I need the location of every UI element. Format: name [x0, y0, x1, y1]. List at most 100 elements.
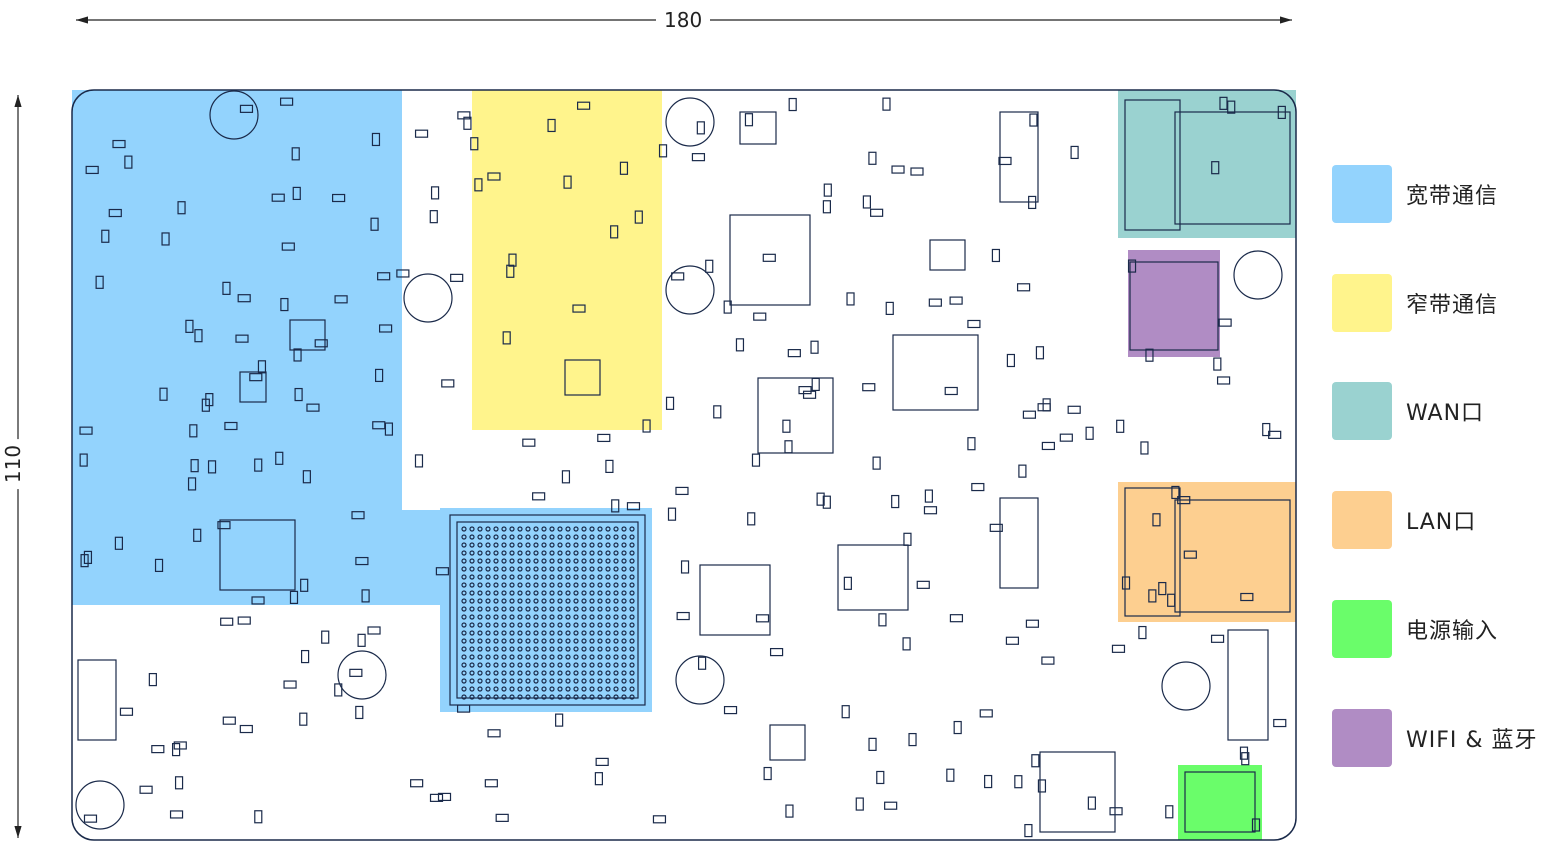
bga-ball	[629, 646, 635, 652]
passive-component	[495, 813, 509, 822]
bga-ball	[549, 582, 555, 588]
bga-ball	[613, 678, 619, 684]
passive-component	[747, 512, 756, 526]
bga-ball	[525, 566, 531, 572]
bga-ball	[629, 694, 635, 700]
bga-ball	[581, 566, 587, 572]
passive-component	[384, 422, 394, 436]
bga-ball	[485, 606, 491, 612]
legend-label: WIFI & 蓝牙	[1406, 728, 1538, 753]
bga-ball	[517, 622, 523, 628]
bga-ball	[477, 614, 483, 620]
passive-component	[763, 766, 772, 781]
bga-ball	[461, 534, 467, 540]
passive-component	[79, 426, 93, 435]
bga-ball	[509, 574, 515, 580]
passive-component	[949, 614, 964, 623]
bga-ball	[509, 542, 515, 548]
bga-ball	[605, 654, 611, 660]
bga-ball	[621, 550, 627, 556]
bga-ball	[581, 622, 587, 628]
bga-ball	[501, 574, 507, 580]
passive-component	[946, 768, 955, 782]
bga-ball	[517, 630, 523, 636]
passive-component	[1025, 619, 1040, 628]
passive-component	[1014, 775, 1023, 789]
passive-component	[971, 482, 985, 492]
passive-component	[563, 175, 572, 189]
lan-connector-pins	[1124, 487, 1181, 617]
bga-ball	[469, 654, 475, 660]
bga-ball	[629, 606, 635, 612]
bga-ball	[573, 574, 579, 580]
legend-label: 窄带通信	[1406, 293, 1499, 318]
bga-ball	[557, 614, 563, 620]
bga-ball	[629, 534, 635, 540]
passive-component	[1277, 105, 1286, 120]
passive-component	[882, 97, 891, 111]
bga-ball	[549, 606, 555, 612]
passive-component	[378, 324, 393, 333]
bga-ball	[493, 526, 499, 532]
bga-ball	[613, 542, 619, 548]
bga-ball	[605, 598, 611, 604]
bga-ball	[477, 678, 483, 684]
bga-ball	[589, 534, 595, 540]
passive-component	[508, 253, 517, 267]
bga-ball	[461, 662, 467, 668]
bga-ball	[461, 582, 467, 588]
bga-ball	[565, 534, 571, 540]
passive-component	[1219, 96, 1228, 110]
bga-ball	[621, 654, 627, 660]
bga-ball	[533, 590, 539, 596]
mounting-hole	[75, 780, 125, 830]
passive-component	[1087, 796, 1096, 810]
bga-ball	[597, 614, 603, 620]
bga-ball	[469, 526, 475, 532]
passive-component	[239, 724, 253, 734]
passive-component	[292, 186, 301, 201]
bga-ball	[597, 662, 603, 668]
region-power	[1178, 765, 1262, 840]
ic-chip	[729, 214, 811, 306]
bga-ball	[605, 574, 611, 580]
passive-component	[923, 506, 938, 515]
bga-ball	[573, 534, 579, 540]
passive-component	[370, 217, 379, 231]
bga-ball	[509, 534, 515, 540]
bga-ball	[597, 542, 603, 548]
passive-component	[435, 567, 450, 576]
bga-ball	[493, 694, 499, 700]
bga-ball	[613, 606, 619, 612]
bga-ball	[485, 630, 491, 636]
bga-ball	[461, 574, 467, 580]
passive-component	[676, 611, 690, 621]
ic-chip	[1129, 261, 1219, 351]
passive-component	[723, 705, 738, 715]
passive-component	[611, 499, 620, 513]
ic-chip	[219, 519, 296, 591]
bga-ball	[541, 566, 547, 572]
passive-component	[299, 712, 308, 726]
passive-component	[855, 797, 864, 811]
bga-ball	[565, 574, 571, 580]
passive-component	[802, 390, 817, 399]
bga-ball	[573, 686, 579, 692]
bga-ball	[469, 694, 475, 700]
pin-header	[77, 659, 117, 741]
bga-ball	[605, 614, 611, 620]
bga-ball	[461, 638, 467, 644]
bga-ball	[629, 622, 635, 628]
bga-ball	[525, 622, 531, 628]
bga-ball	[501, 654, 507, 660]
legend-label: WAN口	[1406, 401, 1485, 426]
bga-ball	[565, 590, 571, 596]
passive-component	[744, 113, 754, 127]
bga-ball	[469, 622, 475, 628]
passive-component	[112, 139, 126, 149]
bga-ball	[533, 534, 539, 540]
ic-chip	[757, 377, 834, 454]
bga-ball	[613, 582, 619, 588]
passive-component	[1109, 807, 1123, 816]
bga-ball	[493, 654, 499, 660]
